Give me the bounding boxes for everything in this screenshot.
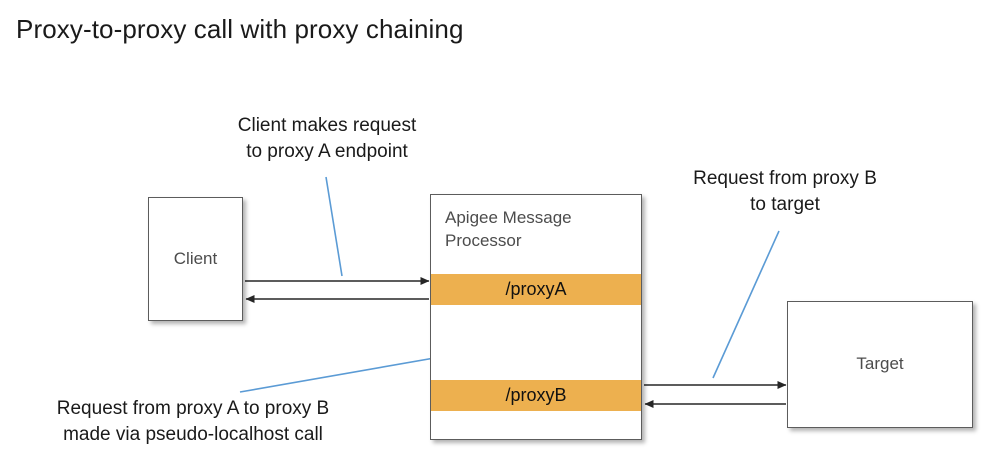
annotation-proxy-chaining-line1: Request from proxy A to proxy B xyxy=(56,398,330,419)
annotation-proxy-chaining: Request from proxy A to proxy B made via… xyxy=(10,396,376,448)
annotation-proxy-chaining-line2: made via pseudo-localhost call xyxy=(63,424,323,445)
annotation-proxyb-target-line2: to target xyxy=(750,194,820,215)
node-client[interactable]: Client xyxy=(148,197,243,321)
annotation-proxyb-target-line1: Request from proxy B xyxy=(693,168,877,189)
message-processor-label: Apigee Message Processor xyxy=(445,208,572,250)
leader-line-client-request xyxy=(325,176,343,277)
target-label: Target xyxy=(856,354,904,373)
annotation-client-request-line2: to proxy A endpoint xyxy=(246,141,408,162)
leader-line-proxyb-target xyxy=(712,230,780,379)
annotation-proxyb-target: Request from proxy B to target xyxy=(666,166,904,218)
page-title: Proxy-to-proxy call with proxy chaining xyxy=(16,14,464,44)
proxy-band-proxya[interactable]: /proxyA xyxy=(431,274,641,305)
node-target[interactable]: Target xyxy=(787,301,973,428)
annotation-client-request: Client makes request to proxy A endpoint xyxy=(212,113,442,165)
annotation-client-request-line1: Client makes request xyxy=(237,115,417,136)
node-message-processor[interactable]: Apigee Message Processor /proxyA /proxyB xyxy=(430,194,642,440)
client-label: Client xyxy=(173,249,218,268)
proxy-band-proxyb[interactable]: /proxyB xyxy=(431,380,641,411)
